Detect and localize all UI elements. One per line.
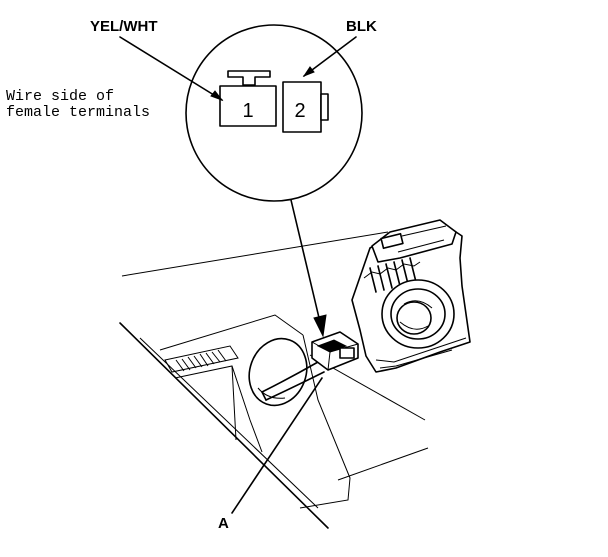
terminal-1-cavity <box>219 85 277 127</box>
blk-label: BLK <box>346 18 377 35</box>
connector-detail-circle: 1 2 <box>185 24 363 202</box>
terminal-1-number: 1 <box>242 100 253 122</box>
detail-arrow <box>290 199 327 338</box>
terminal-2-cavity <box>282 81 322 133</box>
part-a-leader <box>231 377 323 514</box>
yel-wht-label: YEL/WHT <box>90 18 158 35</box>
part-a-label: A <box>218 515 229 532</box>
connector-a <box>261 331 359 401</box>
terminal-2-number: 2 <box>294 100 305 122</box>
wire-side-label-line1: Wire side of <box>6 88 114 105</box>
accessory-socket <box>351 219 471 373</box>
leader-lines <box>119 36 357 102</box>
dash-panel <box>119 231 429 529</box>
wire-side-label-line2: female terminals <box>6 104 150 121</box>
